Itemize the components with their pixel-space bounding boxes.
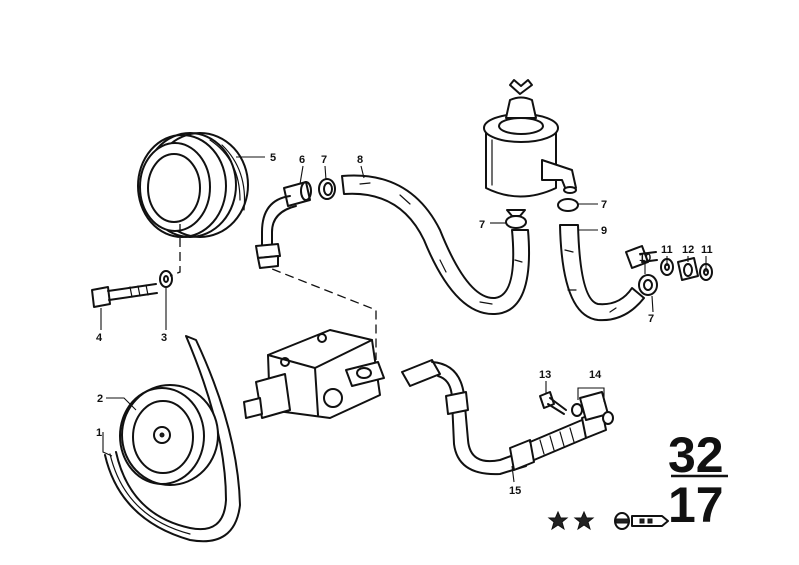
hose-clamp[interactable] <box>557 198 579 212</box>
callout-7d: 7 <box>648 313 654 325</box>
bolt-13[interactable] <box>539 391 567 415</box>
callout-1: 1 <box>96 427 102 439</box>
callout-5: 5 <box>270 152 276 164</box>
callout-14: 14 <box>589 369 602 381</box>
star-icon <box>547 510 569 531</box>
callout-15: 15 <box>509 485 521 497</box>
suction-hose[interactable] <box>341 174 530 316</box>
group-code-bottom: 17 <box>668 477 724 533</box>
group-code-top: 32 <box>668 427 724 483</box>
star-icon <box>573 510 595 531</box>
pump-inlet-pipe[interactable] <box>255 195 297 269</box>
fluid-reservoir[interactable] <box>483 79 577 198</box>
group-code: 32 17 <box>668 427 728 533</box>
callout-7b: 7 <box>479 219 485 231</box>
callout-2: 2 <box>97 393 103 405</box>
hose-clamp[interactable] <box>318 178 336 200</box>
callout-7c: 7 <box>601 199 607 211</box>
hose-clamp[interactable] <box>505 209 527 229</box>
callout-8: 8 <box>357 154 363 166</box>
union-fitting[interactable] <box>677 257 699 281</box>
washer[interactable] <box>159 270 173 288</box>
pressure-hose[interactable] <box>401 359 607 476</box>
hose-clamp[interactable] <box>638 274 658 296</box>
drive-belt[interactable] <box>104 335 241 543</box>
crank-pulley[interactable] <box>119 384 219 486</box>
wrench-symbol-icon <box>614 512 669 530</box>
callout-10: 10 <box>639 252 651 264</box>
callout-6: 6 <box>299 154 305 166</box>
leader-lines <box>100 156 707 483</box>
callout-labels: 1 2 3 4 5 6 7 7 7 7 8 9 10 11 12 11 13 1… <box>96 152 713 497</box>
callout-4: 4 <box>96 332 103 344</box>
callout-13: 13 <box>539 369 551 381</box>
callout-3: 3 <box>161 332 167 344</box>
callout-11b: 11 <box>701 244 713 256</box>
callout-12: 12 <box>682 244 694 256</box>
bracket-14[interactable] <box>571 391 614 425</box>
callout-11a: 11 <box>661 244 673 256</box>
return-hose[interactable] <box>559 224 645 322</box>
pulley-double[interactable] <box>137 132 249 238</box>
banjo-bolt[interactable] <box>625 245 658 269</box>
steering-pump[interactable] <box>243 329 385 419</box>
callout-9: 9 <box>601 225 607 237</box>
bolt[interactable] <box>91 283 158 308</box>
hose-fitting-6[interactable] <box>283 181 312 207</box>
callout-7a: 7 <box>321 154 327 166</box>
